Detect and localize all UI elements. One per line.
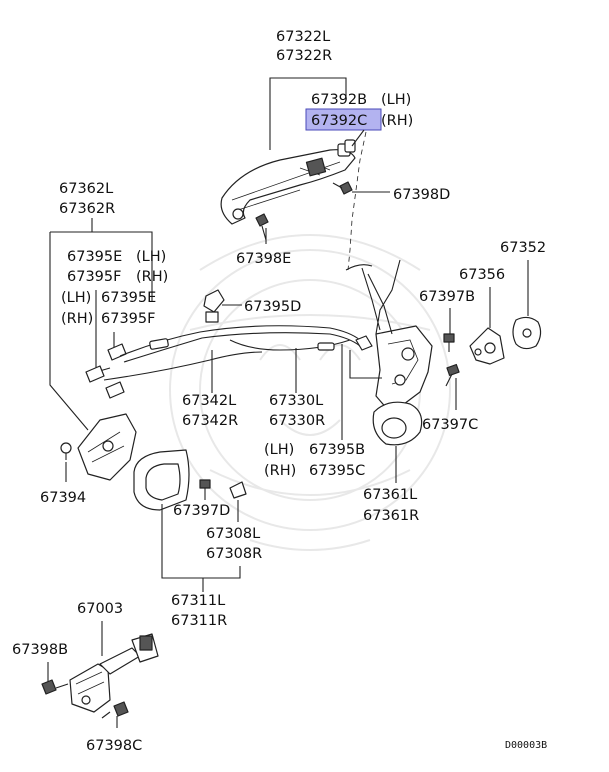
label-67392c[interactable]: 67392C — [311, 113, 367, 129]
bolt-67398c — [101, 701, 129, 719]
label-67362r: 67362R — [59, 201, 115, 217]
clip-67394 — [60, 442, 72, 460]
watermark-emblem — [169, 234, 451, 551]
bolt-67398b — [41, 679, 69, 695]
leader-67311-frame — [161, 504, 241, 579]
label-67395f-rh-side: (RH) — [136, 269, 168, 285]
screw-67397b — [443, 333, 455, 352]
label-67330l: 67330L — [269, 393, 323, 409]
label-67322r: 67322R — [276, 48, 332, 64]
label-67395e-2: 67395E — [101, 290, 156, 306]
striker-bushing — [512, 316, 542, 350]
label-67395b-side: (LH) — [264, 442, 294, 458]
label-67392b-side: (LH) — [381, 92, 411, 108]
label-67398e: 67398E — [236, 251, 291, 267]
label-67397d: 67397D — [173, 503, 230, 519]
label-67003: 67003 — [77, 601, 123, 617]
lock-rods — [345, 259, 401, 335]
dashed-link-rod — [347, 131, 367, 271]
label-67395c: 67395C — [309, 463, 365, 479]
label-67395e-lh: 67395E — [67, 249, 122, 265]
outside-handle — [220, 149, 356, 225]
label-67361l: 67361L — [363, 487, 417, 503]
inside-handle-frame — [77, 413, 137, 481]
label-67342l: 67342L — [182, 393, 236, 409]
leader-67322 — [269, 77, 347, 150]
cover-67308 — [229, 481, 247, 499]
label-67356: 67356 — [459, 267, 505, 283]
label-67308r: 67308R — [206, 546, 262, 562]
inside-handle-bezel — [133, 449, 190, 511]
label-67395f-2: 67395F — [101, 311, 155, 327]
clip-67395b — [355, 335, 373, 351]
label-67398b: 67398B — [12, 642, 68, 658]
clip-67395e — [85, 343, 127, 399]
screw-67397d — [199, 479, 211, 496]
label-67361r: 67361R — [363, 508, 419, 524]
label-67362l: 67362L — [59, 181, 113, 197]
screw-67397c — [445, 363, 460, 387]
door-checker — [69, 633, 159, 713]
label-67330r: 67330R — [269, 413, 325, 429]
label-67308l: 67308L — [206, 526, 260, 542]
leader-67362-a — [49, 232, 89, 431]
cable-lower — [103, 351, 263, 381]
cable-67330 — [229, 339, 351, 351]
label-lh-prefix: (LH) — [61, 290, 91, 306]
screw-67398d — [332, 181, 353, 195]
screw-67398e — [255, 213, 269, 241]
label-rh-prefix: (RH) — [61, 311, 93, 327]
label-67342r: 67342R — [182, 413, 238, 429]
leader-67362-b — [50, 231, 153, 302]
label-67398d: 67398D — [393, 187, 450, 203]
door-lock-actuator — [372, 325, 433, 446]
label-67322l: 67322L — [276, 29, 330, 45]
highlight-67392c — [305, 108, 382, 131]
label-67311r: 67311R — [171, 613, 227, 629]
leader-67395b-a — [349, 350, 382, 379]
lock-cylinder-cap — [337, 139, 356, 157]
clip-67395d — [203, 289, 225, 323]
label-67395c-side: (RH) — [264, 463, 296, 479]
label-67311l: 67311L — [171, 593, 225, 609]
leader-67392 — [351, 129, 365, 147]
label-67394: 67394 — [40, 490, 86, 506]
door-striker — [469, 327, 505, 365]
label-67398c: 67398C — [86, 738, 142, 754]
label-67392c-side: (RH) — [381, 113, 413, 129]
label-67392b: 67392B — [311, 92, 367, 108]
label-67395d: 67395D — [244, 299, 301, 315]
label-67397b: 67397B — [419, 289, 475, 305]
label-67395f-rh: 67395F — [67, 269, 121, 285]
label-67397c: 67397C — [422, 417, 478, 433]
label-67352: 67352 — [500, 240, 546, 256]
label-67395e-lh-side: (LH) — [136, 249, 166, 265]
cable-67342 — [119, 325, 361, 363]
label-67395b: 67395B — [309, 442, 365, 458]
diagram-id: D00003B — [505, 740, 547, 751]
